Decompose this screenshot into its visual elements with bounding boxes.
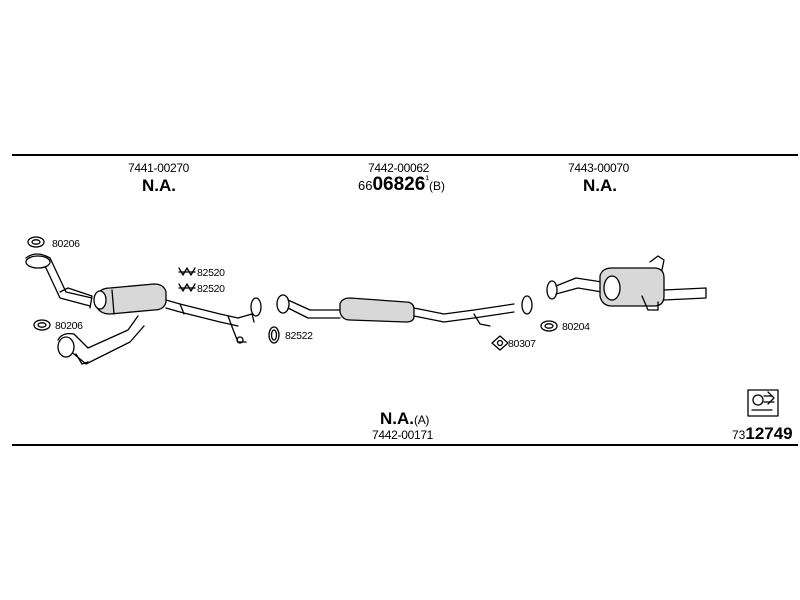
part-number-bottom: 7442-00171 xyxy=(372,428,434,442)
top-divider-line xyxy=(12,154,798,156)
status-rear: N.A. xyxy=(583,176,617,195)
order-code-main: 06826 xyxy=(372,174,426,195)
order-code-prefix: 66 xyxy=(358,178,373,193)
order-code-mark: ¹ xyxy=(425,174,429,186)
order-code-suffix: (B) xyxy=(428,179,445,193)
gasket-front-lower-icon xyxy=(33,319,51,331)
bolt-lower-icon xyxy=(178,283,196,292)
ref-gasket-front-upper: 80206 xyxy=(52,238,80,250)
rear-muffler-drawing xyxy=(546,255,707,311)
front-converter-drawing xyxy=(93,283,262,344)
ring-clamp-icon xyxy=(268,326,280,344)
part-number-rear: 7443-00070 xyxy=(568,161,630,175)
diagram-number-prefix: 73 xyxy=(732,428,746,442)
ref-ring-clamp: 82522 xyxy=(285,330,313,342)
status-bottom: N.A.(A) xyxy=(380,409,429,429)
bolt-upper-icon xyxy=(178,267,196,276)
ref-bolt-upper: 82520 xyxy=(197,267,225,279)
ref-gasket-front-lower: 80206 xyxy=(55,320,83,332)
front-pipe-drawing xyxy=(25,253,145,365)
ref-bolt-lower: 82520 xyxy=(197,283,225,295)
diagram-symbol-icon xyxy=(747,389,779,417)
part-number-middle: 7442-00062 xyxy=(368,161,430,175)
gasket-front-upper-icon xyxy=(27,236,45,248)
diagram-number-main: 12749 xyxy=(745,424,793,443)
ref-rubber-hanger: 80307 xyxy=(508,338,536,350)
center-pipe-drawing xyxy=(276,294,533,327)
diagram-number: 7312749 xyxy=(732,424,793,444)
rubber-hanger-icon xyxy=(491,335,509,351)
ref-gasket-rear: 80204 xyxy=(562,321,590,333)
status-front: N.A. xyxy=(142,176,176,195)
part-number-front: 7441-00270 xyxy=(128,161,190,175)
gasket-rear-icon xyxy=(540,320,558,332)
order-code-middle: 6606826¹(B) xyxy=(358,174,445,196)
status-bottom-text: N.A. xyxy=(380,409,414,428)
bottom-divider-line xyxy=(12,444,798,446)
status-bottom-suffix: (A) xyxy=(414,413,430,427)
